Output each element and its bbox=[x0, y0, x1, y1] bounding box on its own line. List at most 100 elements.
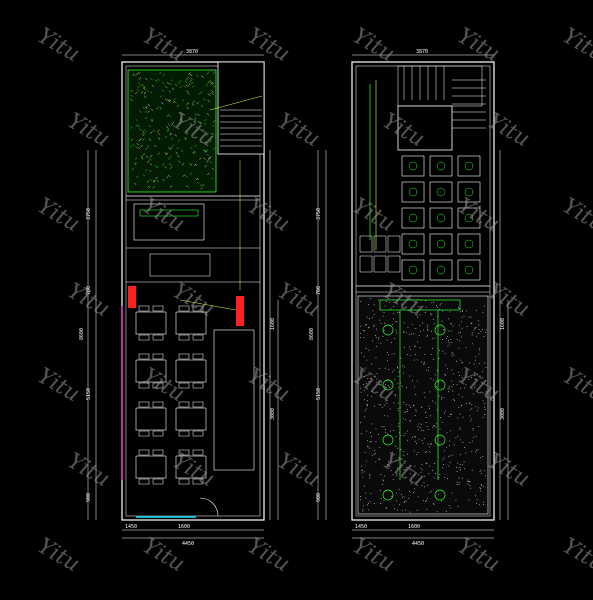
floor-dot bbox=[457, 462, 459, 464]
right-plan-void bbox=[397, 105, 453, 151]
floor-dot bbox=[458, 324, 460, 326]
floor-dot bbox=[403, 434, 405, 436]
hatch-mark bbox=[199, 91, 203, 94]
floor-dot bbox=[436, 305, 437, 307]
booth-seat bbox=[457, 233, 481, 255]
floor-dot bbox=[415, 300, 417, 302]
floor-dot bbox=[413, 492, 414, 493]
floor-dot bbox=[399, 504, 400, 506]
right-dim-right-b: 3000 bbox=[500, 408, 506, 420]
right-plan-outer-wall bbox=[351, 61, 495, 521]
hatch-mark bbox=[136, 72, 140, 75]
floor-dot bbox=[378, 337, 380, 339]
floor-dot bbox=[410, 420, 412, 422]
floor-dot bbox=[421, 485, 423, 486]
floor-dot bbox=[441, 500, 443, 502]
floor-dot bbox=[373, 304, 375, 306]
hatch-mark bbox=[203, 157, 206, 160]
floor-dot bbox=[480, 469, 482, 471]
left-dim-right-a: 1600 bbox=[270, 318, 276, 330]
right-dim-left-bottom: 900 bbox=[316, 493, 322, 502]
floor-dot bbox=[461, 327, 463, 329]
floor-dot bbox=[375, 335, 376, 336]
floor-dot bbox=[401, 303, 403, 305]
floor-dot bbox=[483, 336, 485, 338]
hatch-mark bbox=[197, 120, 200, 123]
hatch-mark bbox=[142, 173, 146, 177]
floor-dot bbox=[469, 485, 471, 486]
floor-dot bbox=[433, 379, 435, 381]
floor-dot bbox=[395, 459, 397, 461]
hatch-mark bbox=[178, 160, 181, 163]
hatch-mark bbox=[212, 71, 216, 75]
left-plan-counter bbox=[133, 203, 205, 241]
hatch-mark bbox=[137, 146, 141, 150]
floor-dot bbox=[473, 363, 475, 365]
floor-dot bbox=[369, 474, 371, 476]
floor-dot bbox=[429, 391, 431, 393]
hatch-mark bbox=[192, 85, 195, 88]
floor-dot bbox=[366, 405, 368, 407]
chair bbox=[138, 334, 150, 341]
floor-dot bbox=[384, 431, 386, 433]
hatch-mark bbox=[137, 139, 141, 142]
floor-dot bbox=[370, 377, 372, 379]
booth-seat bbox=[457, 155, 481, 177]
floor-dot bbox=[411, 323, 413, 325]
floor-dot bbox=[371, 396, 373, 398]
floor-dot bbox=[443, 457, 445, 459]
hatch-mark bbox=[181, 163, 185, 166]
floor-dot bbox=[449, 440, 451, 442]
watermark-text: Yitu bbox=[63, 449, 114, 493]
floor-dot bbox=[396, 311, 398, 313]
floor-dot bbox=[366, 316, 368, 318]
floor-dot bbox=[423, 392, 425, 394]
floor-dot bbox=[417, 341, 419, 343]
floor-dot bbox=[408, 404, 410, 406]
hatch-mark bbox=[150, 91, 153, 94]
floor-dot bbox=[444, 353, 446, 355]
hatch-mark bbox=[210, 82, 214, 85]
floor-dot bbox=[388, 461, 390, 463]
hatch-mark bbox=[189, 79, 193, 82]
hatch-mark bbox=[193, 117, 197, 120]
hatch-mark bbox=[154, 165, 158, 168]
watermark-text: Yitu bbox=[33, 534, 84, 578]
floor-dot bbox=[395, 321, 397, 323]
floor-dot bbox=[361, 472, 363, 474]
pendant-light bbox=[434, 324, 446, 336]
hatch-mark bbox=[166, 81, 170, 85]
floor-dot bbox=[427, 324, 429, 326]
floor-dot bbox=[475, 359, 476, 361]
floor-dot bbox=[471, 418, 473, 420]
floor-dot bbox=[451, 386, 453, 387]
floor-dot bbox=[440, 303, 442, 305]
left-dim-left-bottom: 900 bbox=[86, 493, 92, 502]
hatch-mark bbox=[144, 110, 148, 113]
floor-dot bbox=[433, 318, 434, 320]
floor-dot bbox=[473, 393, 475, 395]
floor-dot bbox=[366, 430, 368, 432]
floor-dot bbox=[461, 317, 463, 319]
hatch-mark bbox=[199, 121, 202, 125]
floor-dot bbox=[438, 445, 440, 447]
floor-dot bbox=[380, 474, 382, 475]
hatch-mark bbox=[186, 106, 189, 110]
watermark-text: Yitu bbox=[63, 279, 114, 323]
floor-dot bbox=[397, 375, 399, 377]
floor-dot bbox=[408, 497, 410, 499]
floor-dot bbox=[476, 498, 478, 500]
floor-dot bbox=[385, 383, 387, 385]
hatch-mark bbox=[168, 147, 171, 150]
hatch-mark bbox=[192, 150, 195, 154]
floor-dot bbox=[421, 430, 423, 432]
left-dim-left-mid: 700 bbox=[86, 286, 92, 295]
hatch-mark bbox=[148, 186, 151, 189]
hatch-mark bbox=[166, 114, 170, 117]
floor-dot bbox=[397, 467, 398, 469]
hatch-mark bbox=[149, 169, 152, 173]
hatch-mark bbox=[177, 155, 180, 158]
floor-dot bbox=[449, 455, 451, 457]
floor-dot bbox=[450, 414, 452, 416]
pendant-light bbox=[382, 379, 394, 391]
